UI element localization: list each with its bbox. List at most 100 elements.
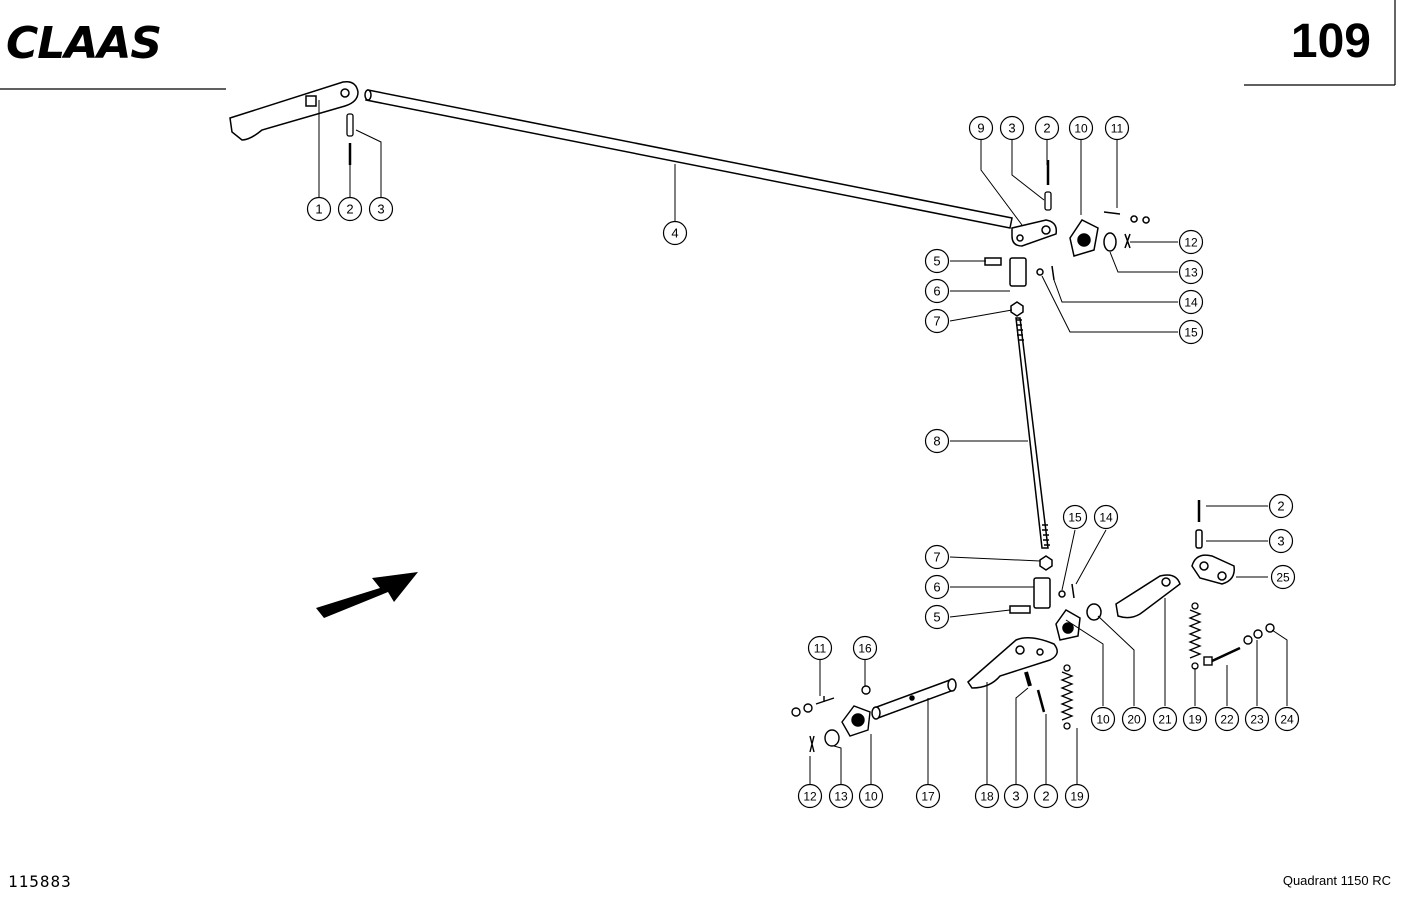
callout-circle — [1152, 706, 1178, 732]
callout-label: 14 — [1099, 511, 1113, 525]
callout-circle — [1121, 706, 1147, 732]
page-number: 109 — [1290, 15, 1371, 68]
callout-circle — [1034, 115, 1060, 141]
part-bolt-22-24 — [1203, 623, 1275, 666]
callout-c17: 17 — [915, 783, 941, 809]
callout-label: 25 — [1276, 571, 1290, 585]
callout-circle — [1182, 706, 1208, 732]
callout-c25: 25 — [1270, 564, 1296, 590]
callout-c21: 21 — [1152, 706, 1178, 732]
callout-c12b: 12 — [797, 783, 823, 809]
callout-c3: 3 — [368, 196, 394, 222]
callout-c13: 13 — [1178, 259, 1204, 285]
part-long-shaft-4 — [364, 89, 1013, 229]
callout-label: 13 — [834, 790, 848, 804]
callout-label: 12 — [1184, 236, 1198, 250]
callout-label: 3 — [1012, 789, 1019, 804]
callout-c16: 16 — [852, 635, 878, 661]
callout-circle — [828, 783, 854, 809]
callout-c9: 9 — [968, 115, 994, 141]
callout-c20: 20 — [1121, 706, 1147, 732]
callout-label: 7 — [933, 550, 940, 565]
callout-c14b: 14 — [1093, 504, 1119, 530]
part-clevis-lower — [1009, 555, 1075, 614]
callout-label: 11 — [1111, 122, 1124, 136]
callout-label: 10 — [1074, 122, 1088, 136]
callout-label: 2 — [1042, 789, 1049, 804]
callout-circle — [306, 196, 332, 222]
callout-label: 5 — [933, 610, 940, 625]
callout-circle — [807, 635, 833, 661]
callout-c23: 23 — [1244, 706, 1270, 732]
callout-circle — [1178, 289, 1204, 315]
callout-circle — [1093, 504, 1119, 530]
part-clevis-upper — [984, 257, 1055, 317]
callout-label: 9 — [977, 121, 984, 136]
callout-circle — [924, 604, 950, 630]
callout-circle — [1068, 115, 1094, 141]
callout-label: 11 — [814, 642, 827, 656]
callout-circle — [1268, 493, 1294, 519]
callout-circle — [858, 783, 884, 809]
callout-circle — [1268, 528, 1294, 554]
callout-label: 7 — [933, 314, 940, 329]
callout-circle — [1178, 229, 1204, 255]
callout-circle — [924, 544, 950, 570]
callout-label: 19 — [1070, 790, 1084, 804]
callout-label: 2 — [1043, 121, 1050, 136]
callout-circle — [974, 783, 1000, 809]
callout-c3d: 3 — [1003, 783, 1029, 809]
callout-label: 8 — [933, 434, 940, 449]
callout-c18: 18 — [974, 783, 1000, 809]
callout-c4: 4 — [662, 220, 688, 246]
callout-label: 6 — [933, 580, 940, 595]
callout-c19b: 19 — [1064, 783, 1090, 809]
callout-circle — [1178, 259, 1204, 285]
callout-c3b: 3 — [999, 115, 1025, 141]
callout-circle — [1270, 564, 1296, 590]
callout-label: 5 — [933, 254, 940, 269]
callout-circle — [1104, 115, 1130, 141]
callout-label: 10 — [864, 790, 878, 804]
callout-c6b: 6 — [924, 574, 950, 600]
callout-c7: 7 — [924, 308, 950, 334]
callout-label: 21 — [1158, 713, 1172, 727]
callout-circle — [662, 220, 688, 246]
leader-lines — [318, 100, 1288, 784]
part-lever-1 — [229, 80, 359, 141]
header-rules — [0, 0, 1396, 90]
callout-c2b: 2 — [1034, 115, 1060, 141]
callout-c19: 19 — [1182, 706, 1208, 732]
callout-c2: 2 — [337, 196, 363, 222]
claas-logo: CLAAS — [6, 18, 162, 69]
callout-circle — [924, 248, 950, 274]
callout-label: 17 — [921, 790, 935, 804]
callout-label: 20 — [1127, 713, 1141, 727]
callout-circle — [1178, 319, 1204, 345]
callout-circle — [915, 783, 941, 809]
part-bracket-10-upper — [1069, 211, 1150, 257]
part-shaft-17 — [871, 678, 957, 720]
callout-circle — [1003, 783, 1029, 809]
callout-label: 3 — [1277, 534, 1284, 549]
callout-c12: 12 — [1178, 229, 1204, 255]
callout-label: 2 — [1277, 499, 1284, 514]
callout-label: 14 — [1184, 296, 1198, 310]
callout-label: 23 — [1250, 713, 1264, 727]
callout-label: 15 — [1068, 511, 1082, 525]
part-plate-25 — [1191, 500, 1235, 585]
part-lever-18 — [967, 637, 1058, 713]
callout-circle — [852, 635, 878, 661]
callout-label: 10 — [1096, 713, 1110, 727]
model-name: Quadrant 1150 RC — [1282, 873, 1391, 888]
callout-circle — [924, 308, 950, 334]
callout-circle — [797, 783, 823, 809]
part-pins-upper — [1044, 160, 1052, 211]
drawing-number: 115883 — [8, 872, 72, 891]
callout-c10b: 10 — [1090, 706, 1116, 732]
part-bracket-10-left — [791, 685, 871, 753]
callout-label: 22 — [1220, 713, 1234, 727]
